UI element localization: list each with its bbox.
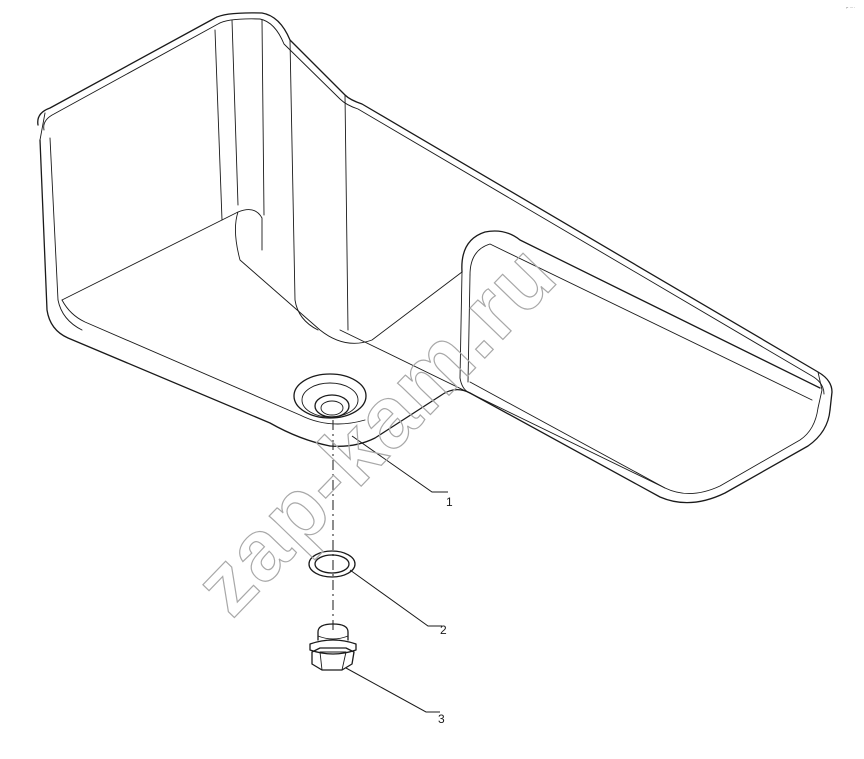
oil-pan-recess xyxy=(461,230,821,389)
leader-line-2 xyxy=(349,569,442,627)
leader-line-1 xyxy=(351,435,448,493)
drain-plug xyxy=(309,623,357,671)
drain-boss-hole xyxy=(314,394,350,418)
corner-mark: ⌐ ···· xyxy=(846,5,855,10)
oil-pan-left-wall xyxy=(39,139,331,447)
oil-pan-rim-inner xyxy=(43,18,825,395)
oil-pan-recess-inner xyxy=(469,243,813,401)
drain-plug-collar xyxy=(309,639,357,655)
leader-line-3 xyxy=(345,667,440,713)
callout-3: 3 xyxy=(438,712,445,726)
sealing-ring xyxy=(308,550,356,578)
oil-pan-floor-crease xyxy=(339,329,666,489)
sealing-ring-inner xyxy=(314,554,350,574)
watermark-text: zap-kam.ru xyxy=(177,226,575,634)
drain-plug-thread-ring xyxy=(317,635,349,640)
oil-pan-front-edge-inner xyxy=(469,381,819,494)
oil-pan-rim-lip xyxy=(39,112,823,409)
oil-pan-front-edge xyxy=(329,389,831,504)
sealing-ring-outer xyxy=(308,550,356,578)
oil-pan-inner-wall xyxy=(289,39,349,331)
oil-pan-sump-step xyxy=(61,299,366,425)
drain-boss-thread xyxy=(320,400,344,416)
drain-plug-hex-edges xyxy=(319,651,347,671)
callout-2: 2 xyxy=(440,623,447,637)
drain-boss xyxy=(293,373,367,419)
oil-pan-inner-corner xyxy=(214,19,265,221)
oil-pan-left-wall-inner xyxy=(49,137,83,331)
oil-pan-sump-floor xyxy=(61,209,463,344)
drain-boss-outer xyxy=(293,373,367,419)
oil-pan-rim-outer xyxy=(37,12,833,411)
oil-pan xyxy=(37,12,833,504)
callout-1: 1 xyxy=(446,495,453,509)
drain-plug-hex-head xyxy=(311,647,355,671)
